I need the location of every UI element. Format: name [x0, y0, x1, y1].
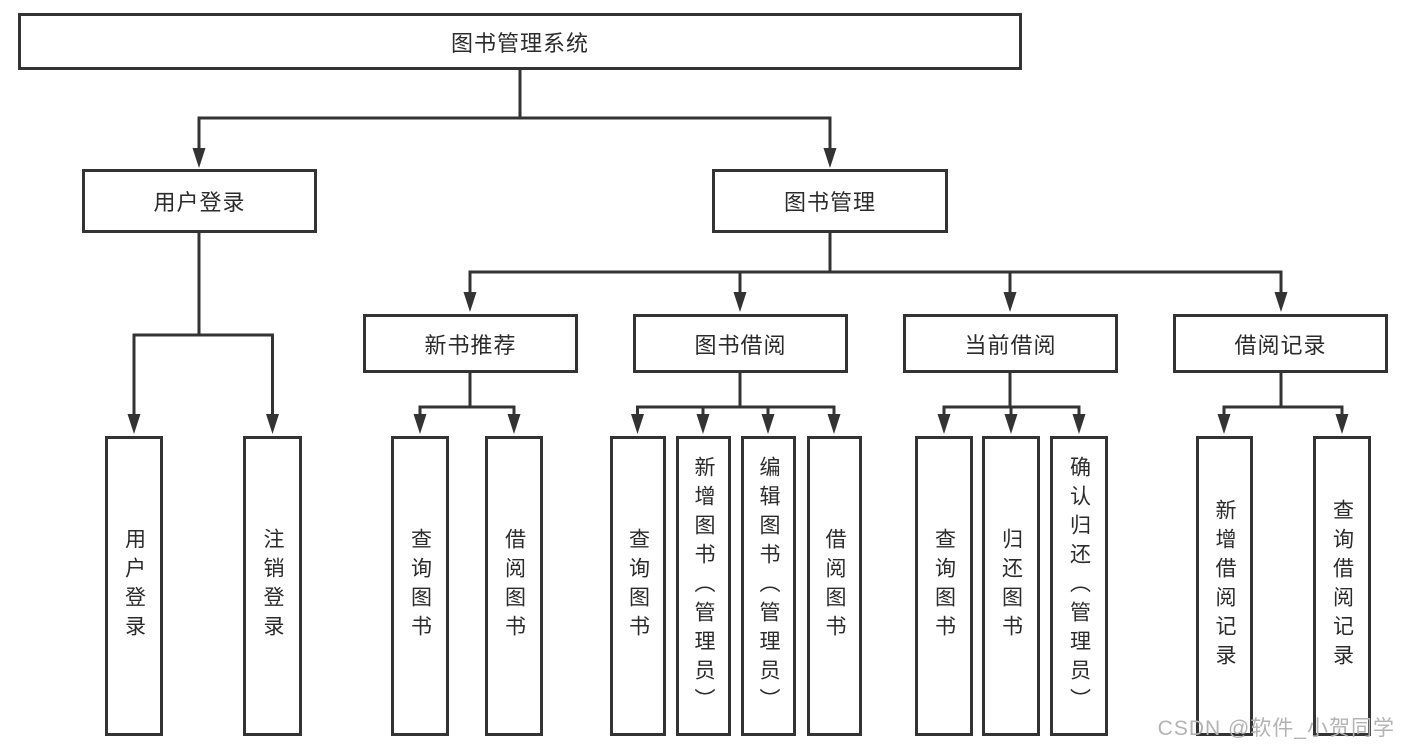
connector-new-book-to-leaves [413, 373, 521, 434]
leaf-label: 编辑图书（管理员） [757, 455, 780, 717]
connector-book-mgmt-to-level3 [463, 233, 1288, 312]
leaf-borrow-borrow-books: 借阅图书 [807, 436, 862, 736]
connector-root-to-level2 [192, 70, 837, 168]
arrowhead [631, 414, 644, 434]
arrowhead [1335, 414, 1349, 434]
leaf-user-login: 用户登录 [105, 436, 163, 736]
arrowhead [127, 414, 141, 434]
node-current-borrow: 当前借阅 [903, 314, 1118, 373]
leaf-borrow-add-books-admin: 新增图书（管理员） [676, 436, 731, 736]
leaf-label: 新增借阅记录 [1213, 499, 1236, 673]
leaf-label: 借阅图书 [502, 528, 526, 644]
leaf-current-confirm-return-admin: 确认归还（管理员） [1050, 436, 1108, 736]
leaf-label: 查询图书 [408, 528, 432, 644]
connector-user-login-to-leaves [127, 233, 279, 434]
arrowhead [1003, 292, 1017, 312]
arrowhead [1004, 414, 1018, 434]
arrowhead [827, 414, 841, 434]
leaf-label: 确认归还（管理员） [1067, 455, 1091, 717]
arrowhead [507, 414, 521, 434]
node-book-management: 图书管理 [712, 169, 948, 233]
leaf-borrow-query-books: 查询图书 [610, 436, 666, 736]
node-root: 图书管理系统 [18, 13, 1022, 70]
leaf-label: 查询借阅记录 [1330, 499, 1354, 673]
leaf-borrow-edit-books-admin: 编辑图书（管理员） [741, 436, 796, 736]
arrowhead [1274, 292, 1288, 312]
connector-book-borrow-to-leaves [631, 373, 841, 434]
node-new-book-recommend: 新书推荐 [363, 314, 578, 373]
leaf-logout: 注销登录 [243, 436, 302, 736]
node-borrow-record: 借阅记录 [1173, 314, 1388, 373]
leaf-label: 归还图书 [999, 528, 1023, 644]
leaf-current-query-books: 查询图书 [915, 436, 973, 736]
csdn-watermark: CSDN @软件_小贺同学 [1157, 717, 1395, 740]
arrowhead [1072, 414, 1086, 434]
node-book-borrow: 图书借阅 [633, 314, 848, 373]
node-user-login: 用户登录 [82, 169, 317, 233]
leaf-record-query: 查询借阅记录 [1313, 436, 1371, 736]
leaf-newbook-borrow-books: 借阅图书 [485, 436, 543, 736]
leaf-label: 查询图书 [932, 528, 956, 644]
leaf-label: 查询图书 [626, 528, 650, 644]
leaf-label: 新增图书（管理员） [692, 455, 715, 717]
arrowhead [761, 414, 775, 434]
leaf-label: 借阅图书 [823, 528, 846, 644]
leaf-label: 用户登录 [122, 528, 146, 644]
leaf-label: 注销登录 [261, 528, 284, 644]
leaf-newbook-query-books: 查询图书 [391, 436, 449, 736]
arrowhead [733, 292, 747, 312]
arrowhead [463, 292, 477, 312]
leaf-current-return-books: 归还图书 [982, 436, 1040, 736]
connector-current-borrow-to-leaves [937, 373, 1086, 434]
arrowhead [413, 414, 427, 434]
leaf-record-add: 新增借阅记录 [1196, 436, 1253, 736]
arrowhead [937, 414, 951, 434]
arrowhead [696, 414, 710, 434]
arrowhead [1217, 414, 1231, 434]
arrowhead [266, 414, 279, 434]
connector-borrow-record-to-leaves [1217, 373, 1349, 434]
arrowhead [192, 148, 206, 168]
arrowhead [823, 148, 837, 168]
